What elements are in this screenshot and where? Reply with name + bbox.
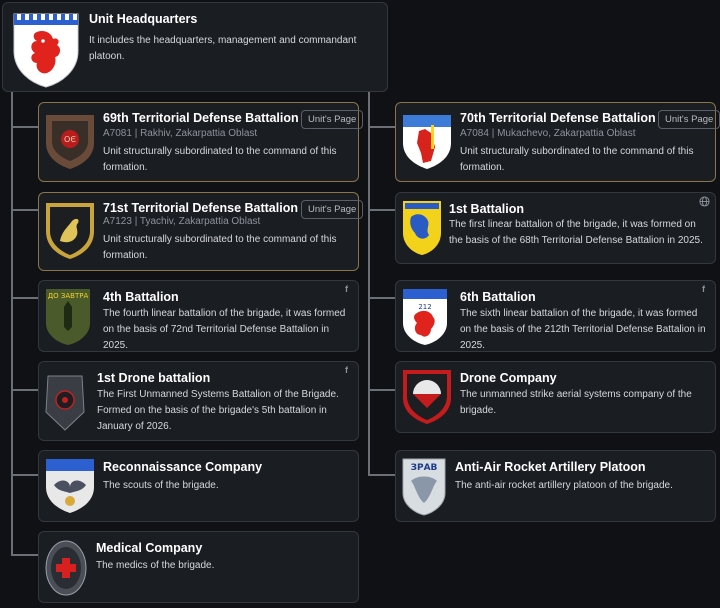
branch-medical bbox=[11, 554, 38, 556]
unit-description: The first linear battalion of the brigad… bbox=[449, 219, 703, 246]
battalion-69-emblem-icon: ОЄ bbox=[46, 115, 94, 169]
battalion-1-emblem-icon bbox=[403, 201, 441, 255]
patch-text: 212 bbox=[418, 303, 431, 311]
hq-title: Unit Headquarters bbox=[89, 12, 198, 26]
unit-card-recon[interactable]: Reconnaissance Company The scouts of the… bbox=[38, 450, 359, 522]
battalion-70-emblem-icon bbox=[403, 115, 451, 169]
unit-description: The medics of the brigade. bbox=[96, 560, 215, 571]
unit-subtitle: A7084 | Mukachevo, Zakarpattia Oblast bbox=[460, 128, 636, 139]
globe-icon[interactable] bbox=[699, 196, 710, 207]
branch-drone-bn bbox=[11, 389, 38, 391]
unit-description: Unit structurally subordinated to the co… bbox=[103, 234, 337, 261]
unit-title: Medical Company bbox=[96, 541, 203, 555]
unit-title: Anti-Air Rocket Artillery Platoon bbox=[455, 460, 646, 474]
branch-recon bbox=[11, 474, 38, 476]
unit-card-71[interactable]: 71st Territorial Defense Battalion A7123… bbox=[38, 192, 364, 271]
unit-subtitle: A7123 | Tyachiv, Zakarpattia Oblast bbox=[103, 216, 261, 227]
brigade-emblem-icon bbox=[13, 13, 79, 88]
unit-subtitle: A7081 | Rakhiv, Zakarpattia Oblast bbox=[103, 128, 258, 139]
unit-card-drone-battalion[interactable]: 1st Drone battalion The First Unmanned S… bbox=[38, 361, 359, 441]
unit-card-b6[interactable]: 212 6th Battalion The sixth linear batta… bbox=[395, 280, 716, 352]
unit-title: 4th Battalion bbox=[103, 290, 179, 304]
tree-line-right bbox=[368, 92, 370, 475]
branch-b1 bbox=[368, 209, 395, 211]
recon-emblem-icon bbox=[46, 459, 94, 513]
unit-card-b4[interactable]: ДО ЗАВТРА 4th Battalion The fourth linea… bbox=[38, 280, 359, 352]
unit-description: Unit structurally subordinated to the co… bbox=[103, 146, 337, 173]
patch-text: ЗРАВ bbox=[411, 463, 438, 473]
unit-description: The fourth linear battalion of the briga… bbox=[103, 308, 346, 351]
battalion-71-emblem-icon bbox=[46, 203, 94, 259]
unit-card-anti-air[interactable]: ЗРАВ Anti-Air Rocket Artillery Platoon T… bbox=[395, 450, 716, 522]
branch-69 bbox=[11, 126, 38, 128]
unit-description: The scouts of the brigade. bbox=[103, 480, 219, 491]
unit-title: Drone Company bbox=[460, 371, 557, 385]
anti-air-emblem-icon: ЗРАВ bbox=[402, 458, 446, 516]
battalion-4-emblem-icon: ДО ЗАВТРА bbox=[46, 289, 90, 345]
branch-b6 bbox=[368, 297, 395, 299]
branch-aa bbox=[368, 474, 395, 476]
unit-title: 69th Territorial Defense Battalion bbox=[103, 111, 299, 125]
battalion-6-emblem-icon: 212 bbox=[403, 289, 447, 345]
tree-line-left bbox=[11, 92, 13, 555]
unit-card-b1[interactable]: 1st Battalion The first linear battalion… bbox=[395, 192, 716, 264]
unit-card-69[interactable]: ОЄ 69th Territorial Defense Battalion A7… bbox=[38, 102, 364, 182]
branch-70 bbox=[368, 126, 395, 128]
facebook-icon[interactable]: f bbox=[345, 365, 348, 375]
unit-card-drone-company[interactable]: Drone Company The unmanned strike aerial… bbox=[395, 361, 716, 433]
svg-text:ОЄ: ОЄ bbox=[64, 135, 76, 144]
branch-b4 bbox=[11, 297, 38, 299]
unit-title: 1st Battalion bbox=[449, 202, 525, 216]
unit-description: The First Unmanned Systems Battalion of … bbox=[97, 389, 339, 432]
unit-title: 71st Territorial Defense Battalion bbox=[103, 201, 298, 215]
unit-title: Reconnaissance Company bbox=[103, 460, 263, 474]
drone-company-emblem-icon bbox=[403, 370, 451, 424]
facebook-icon[interactable]: f bbox=[702, 284, 705, 294]
patch-text: ДО ЗАВТРА bbox=[48, 292, 89, 300]
hq-card[interactable]: Unit Headquarters It includes the headqu… bbox=[2, 2, 388, 92]
unit-title: 6th Battalion bbox=[460, 290, 536, 304]
unit-description: The sixth linear battalion of the brigad… bbox=[460, 308, 706, 351]
branch-71 bbox=[11, 209, 38, 211]
medical-emblem-icon bbox=[45, 540, 87, 596]
facebook-icon[interactable]: f bbox=[345, 284, 348, 294]
unit-card-medical[interactable]: Medical Company The medics of the brigad… bbox=[38, 531, 359, 603]
unit-title: 1st Drone battalion bbox=[97, 371, 211, 385]
unit-title: 70th Territorial Defense Battalion bbox=[460, 111, 656, 125]
branch-drone-co bbox=[368, 389, 395, 391]
unit-card-70[interactable]: 70th Territorial Defense Battalion A7084… bbox=[395, 102, 720, 182]
hq-description: It includes the headquarters, management… bbox=[89, 35, 357, 62]
unit-page-button[interactable]: Unit's Page bbox=[301, 110, 364, 129]
drone-battalion-emblem-icon bbox=[45, 375, 85, 431]
unit-description: Unit structurally subordinated to the co… bbox=[460, 146, 694, 173]
unit-page-button[interactable]: Unit's Page bbox=[301, 200, 364, 219]
unit-page-button[interactable]: Unit's Page bbox=[658, 110, 720, 129]
unit-description: The unmanned strike aerial systems compa… bbox=[460, 389, 692, 416]
unit-description: The anti-air rocket artillery platoon of… bbox=[455, 480, 673, 491]
